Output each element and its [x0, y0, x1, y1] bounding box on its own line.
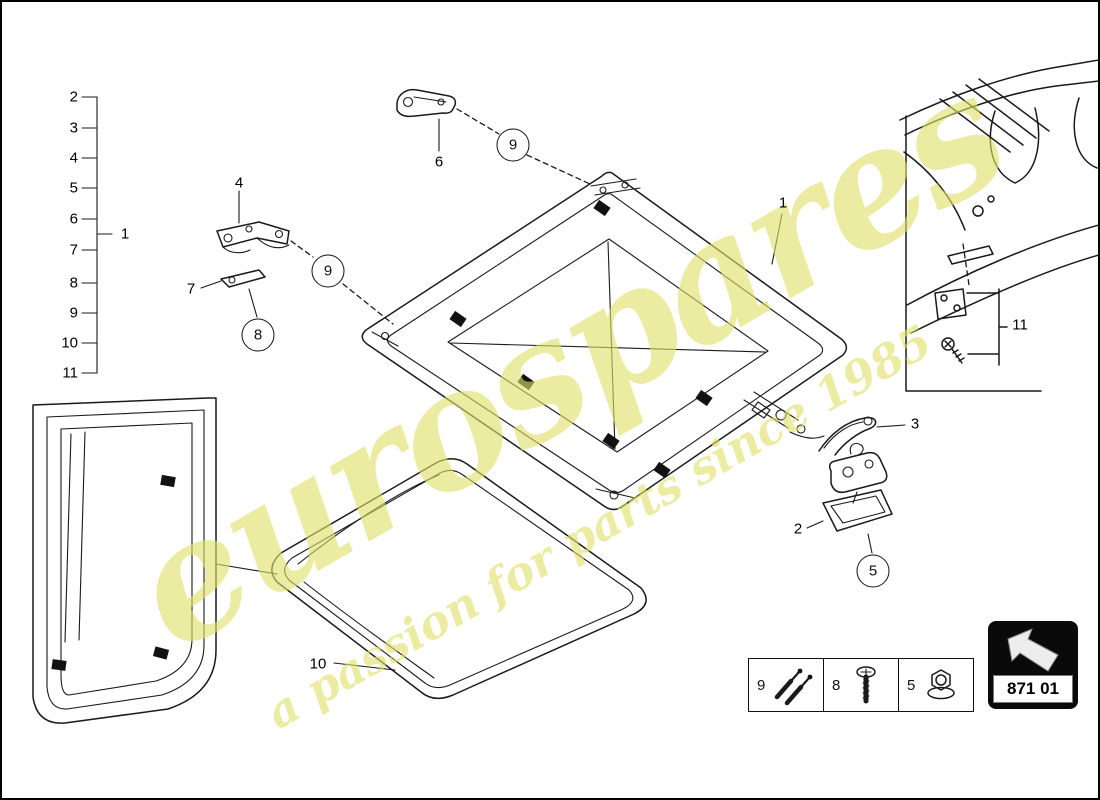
index-item-7[interactable]: 7	[69, 241, 78, 259]
section-code: 871 01	[993, 675, 1073, 703]
index-item-8[interactable]: 8	[69, 274, 78, 292]
callout-2-latch[interactable]: 2	[793, 520, 803, 538]
index-item-9[interactable]: 9	[69, 304, 78, 322]
screw-icon	[856, 666, 877, 704]
hinge-kit-drawing	[934, 243, 1008, 366]
index-item-4[interactable]: 4	[69, 149, 78, 167]
index-group-label[interactable]: 1	[120, 225, 130, 243]
valve-pin-pair-icon	[775, 668, 813, 706]
fastener-circle-label: 5	[868, 562, 878, 580]
arrow-up-left-icon	[1007, 628, 1059, 672]
index-item-2[interactable]: 2	[69, 88, 78, 106]
callout-10-cover[interactable]: 10	[309, 655, 327, 673]
fastener-circle-9-top[interactable]: 9	[496, 128, 530, 162]
callout-1-roof-frame[interactable]: 1	[778, 194, 788, 212]
callout-6-front-bracket[interactable]: 6	[434, 153, 444, 171]
soft-top-cover-drawing	[271, 458, 647, 700]
legend-label-8: 8	[832, 676, 841, 694]
fastener-circle-label: 9	[323, 262, 333, 280]
index-item-6[interactable]: 6	[69, 210, 78, 228]
section-badge[interactable]: 871 01	[988, 621, 1078, 709]
index-bracket-lines	[81, 96, 113, 374]
hinge-drawing	[200, 190, 394, 325]
fastener-circle-label: 8	[253, 326, 263, 344]
index-item-5[interactable]: 5	[69, 179, 78, 197]
flange-nut-icon	[927, 669, 956, 700]
fastener-legend-table: 9 8 5	[748, 658, 974, 712]
callout-11-hinge-kit[interactable]: 11	[1012, 316, 1028, 334]
fastener-circle-9-left[interactable]: 9	[311, 254, 345, 288]
callout-4-hinge[interactable]: 4	[234, 174, 244, 192]
legend-cell-8: 8	[823, 659, 898, 711]
callout-3-release-cable[interactable]: 3	[910, 415, 920, 433]
legend-cell-5: 5	[898, 659, 973, 711]
release-cable-drawing	[818, 416, 906, 456]
car-body-sketch	[899, 59, 1098, 392]
index-item-10[interactable]: 10	[61, 334, 78, 352]
headliner-frame-drawing	[32, 397, 278, 724]
latch-assembly-drawing	[806, 442, 893, 554]
roof-frame-drawing	[361, 171, 848, 511]
legend-cell-9: 9	[749, 659, 823, 711]
callout-7-plate[interactable]: 7	[186, 280, 196, 298]
fastener-circle-label: 9	[508, 136, 518, 154]
legend-label-9: 9	[757, 676, 766, 694]
index-item-11[interactable]: 11	[62, 364, 78, 382]
legend-label-5: 5	[907, 676, 916, 694]
fastener-circle-5[interactable]: 5	[856, 554, 890, 588]
index-item-3[interactable]: 3	[69, 119, 78, 137]
fastener-circle-8[interactable]: 8	[241, 318, 275, 352]
front-bracket-drawing	[396, 88, 591, 185]
